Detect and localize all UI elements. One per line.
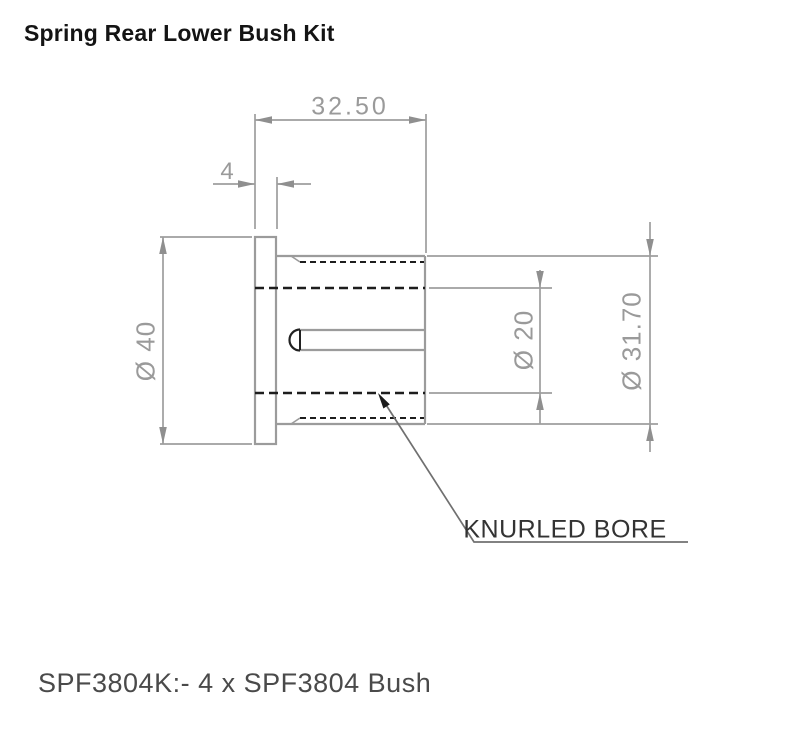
center-slot-rounded-end <box>288 328 301 352</box>
knurled-bore-annotation: KNURLED BORE <box>463 515 667 544</box>
bore-hidden-lines <box>255 286 425 395</box>
flange-outline <box>253 235 278 446</box>
dimension-arrowheads <box>159 116 654 444</box>
dimension-body-diameter: Ø 31.70 <box>616 291 647 391</box>
dimension-flange-thickness: 4 <box>220 158 234 185</box>
dimension-bore-diameter: Ø 20 <box>508 309 539 371</box>
leader-arrowhead <box>378 393 390 409</box>
dimension-overall-length: 32.50 <box>311 92 389 121</box>
knurled-bore-leader <box>378 393 688 543</box>
center-slot <box>300 328 424 352</box>
dimension-flange-diameter: Ø 40 <box>130 320 161 382</box>
body-outline <box>276 254 427 426</box>
dimension-lines <box>160 114 658 452</box>
page-title: Spring Rear Lower Bush Kit <box>24 20 335 46</box>
knurl-chamfers <box>290 255 301 425</box>
part-number-caption: SPF3804K:- 4 x SPF3804 Bush <box>38 668 432 698</box>
knurl-hidden-lines <box>300 261 424 419</box>
